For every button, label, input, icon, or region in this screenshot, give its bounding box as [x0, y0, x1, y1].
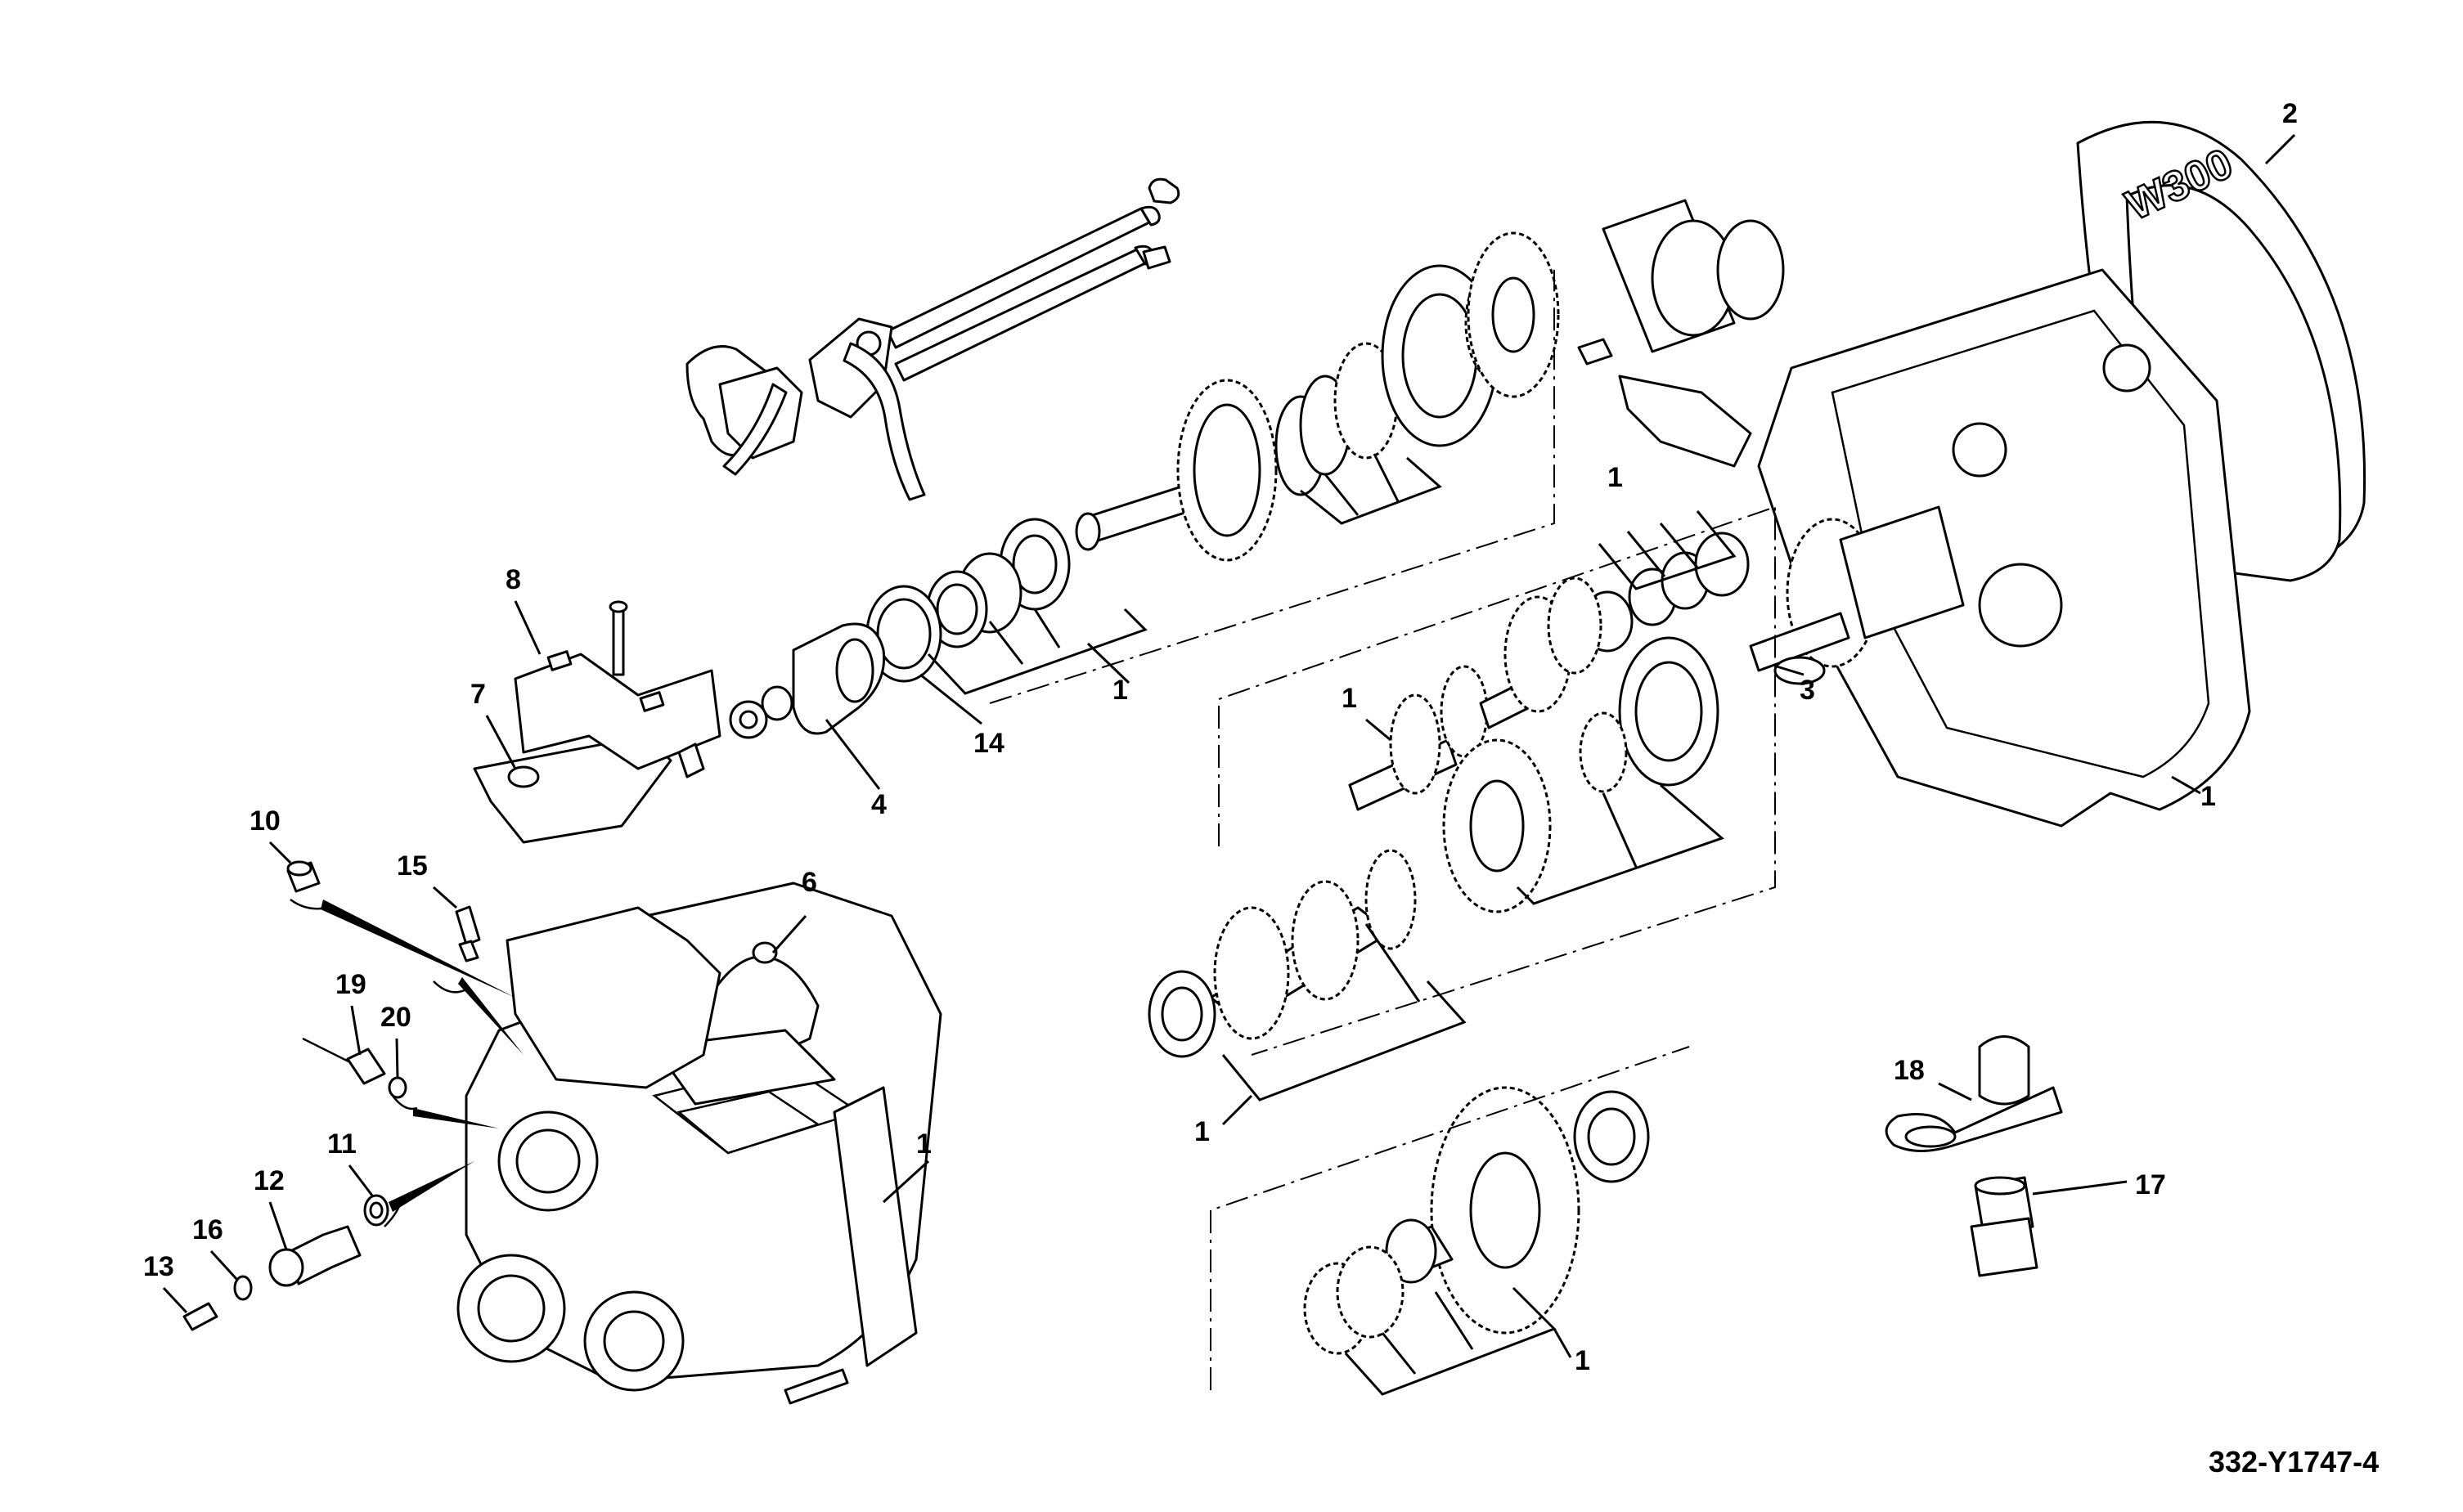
upper-bearings — [926, 518, 1071, 648]
callout-12: 12 — [254, 1165, 285, 1196]
solenoid-valve-part-8 — [514, 600, 721, 778]
group-outline-lower — [1210, 1046, 1690, 1390]
sender-part-12 — [268, 1225, 362, 1287]
callout-8: 8 — [506, 564, 521, 595]
temp-sensor-part-19 — [302, 1037, 386, 1085]
group-outline-mid — [1218, 505, 1776, 1056]
callout-1-mainshaft: 1 — [1342, 683, 1357, 714]
adapter-part-17 — [1970, 1176, 2038, 1277]
seal-part-20 — [388, 1076, 407, 1099]
bearing-ring-set-mid — [1581, 532, 1750, 653]
mainshaft-assembly — [1348, 577, 1719, 811]
o-ring-part-16 — [233, 1275, 253, 1301]
drawing-reference-number: 332-Y1747-4 — [2209, 1445, 2379, 1478]
shift-forks-and-rails — [685, 177, 1180, 501]
callout-labels: 2 1 3 1 1 1 1 1 1 4 14 6 7 8 10 15 19 20… — [143, 98, 2298, 1376]
callout-11: 11 — [327, 1128, 357, 1160]
pressure-switch-part-15 — [455, 905, 481, 962]
callout-19: 19 — [335, 969, 366, 1000]
oil-seal-part-14 — [865, 585, 942, 683]
callout-16: 16 — [192, 1214, 223, 1245]
leader-lines — [162, 133, 2296, 1396]
output-yoke-part-4 — [729, 622, 886, 739]
plug-part-10 — [286, 860, 321, 893]
callout-20: 20 — [380, 1002, 411, 1033]
callout-1-mid-bearings: 1 — [1607, 462, 1623, 493]
countershaft-assembly — [1148, 738, 1552, 1058]
callout-1-housing-left: 1 — [916, 1128, 932, 1160]
callout-10: 10 — [249, 805, 281, 837]
idler-gear-assembly — [1303, 1086, 1650, 1355]
cylinder-and-pipe — [1577, 199, 1785, 468]
callout-7: 7 — [470, 679, 486, 710]
callout-6: 6 — [802, 867, 817, 898]
callout-13: 13 — [143, 1251, 174, 1282]
callout-2: 2 — [2282, 98, 2298, 129]
rear-housing-part-1 — [1757, 268, 2251, 828]
group-outline-upper — [989, 270, 1555, 704]
nipple-part-13 — [182, 1302, 218, 1331]
callout-1-countershaft: 1 — [1194, 1116, 1210, 1147]
callout-14: 14 — [973, 728, 1005, 759]
upper-shaft-assembly — [1075, 231, 1560, 562]
callout-1-upper-bearings: 1 — [1112, 675, 1128, 706]
washer-part-11 — [363, 1194, 389, 1227]
callout-1-rear-housing: 1 — [2200, 781, 2216, 812]
callout-3: 3 — [1800, 675, 1815, 706]
callout-4: 4 — [871, 789, 887, 820]
strap-part-18 — [1885, 1035, 2063, 1152]
manifold-plate-part-7 — [473, 734, 721, 1089]
assembly-pointers — [290, 898, 524, 1227]
callout-17: 17 — [2135, 1169, 2166, 1200]
callout-18: 18 — [1894, 1055, 1925, 1086]
callout-15: 15 — [397, 850, 428, 882]
callout-1-idler: 1 — [1575, 1345, 1590, 1376]
